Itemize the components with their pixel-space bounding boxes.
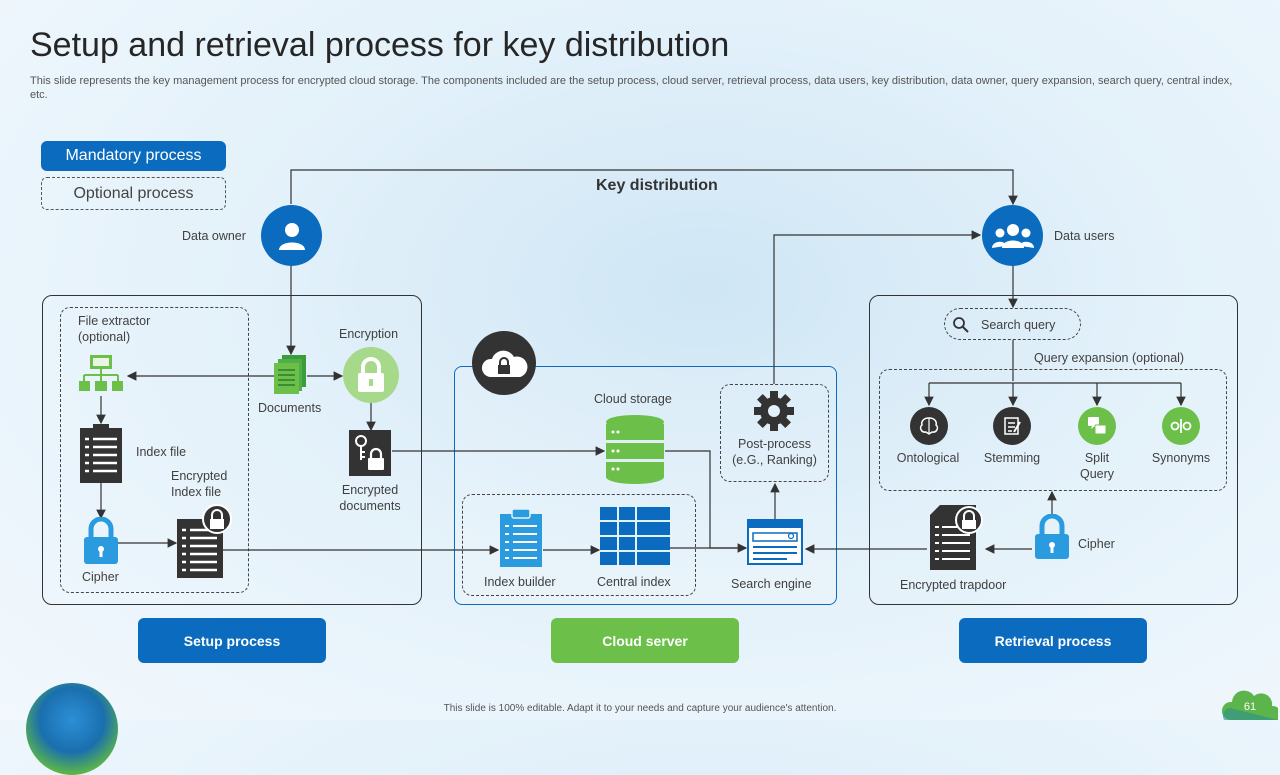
data-users-icon [982, 205, 1043, 266]
index-builder-icon [500, 508, 542, 567]
retrieval-panel [869, 295, 1238, 605]
stemming-icon [993, 407, 1031, 445]
index-file-label: Index file [136, 445, 187, 459]
cloud-lock-icon [472, 331, 536, 395]
encrypted-trapdoor-label: Encrypted trapdoor [900, 578, 1007, 592]
cloud-storage-label: Cloud storage [594, 392, 672, 406]
footer-note: This slide is 100% editable. Adapt it to… [443, 703, 837, 714]
file-extractor-group [60, 307, 249, 593]
index-builder-label: Index builder [484, 575, 556, 589]
post-process-label: Post-process (e.G., Ranking) [732, 437, 817, 467]
setup-process-button[interactable]: Setup process [138, 618, 326, 663]
encrypted-documents-icon [349, 430, 391, 476]
search-engine-label: Search engine [731, 577, 812, 591]
query-expansion-group [879, 369, 1227, 491]
encrypted-index-file-icon [177, 504, 232, 578]
page-title: Setup and retrieval process for key dist… [30, 26, 730, 64]
cloud-server-button[interactable]: Cloud server [551, 618, 739, 663]
retrieval-cipher-label: Cipher [1078, 537, 1115, 551]
documents-icon [274, 355, 306, 394]
documents-label: Documents [258, 401, 322, 415]
setup-panel [42, 295, 422, 605]
retrieval-process-button[interactable]: Retrieval process [959, 618, 1147, 663]
search-query-label: Search query [981, 318, 1056, 332]
file-extractor-label: File extractor (optional) [78, 314, 151, 344]
page-subtitle: This slide represents the key management… [30, 75, 1233, 101]
search-icon [953, 317, 969, 333]
data-owner-icon [261, 205, 322, 266]
central-index-icon [600, 507, 670, 565]
file-extractor-icon [79, 355, 123, 391]
ontological-icon [910, 407, 948, 445]
encrypted-trapdoor-icon [930, 505, 983, 570]
globe-decoration [26, 683, 118, 775]
post-process-group [720, 384, 829, 482]
gear-icon [754, 391, 794, 431]
retrieval-cipher-lock-icon [1035, 514, 1069, 559]
encryption-label: Encryption [339, 327, 399, 341]
ontological-label: Ontological [896, 451, 960, 465]
encrypted-index-file-label: Encrypted Index file [171, 469, 228, 499]
key-distribution-label: Key distribution [596, 177, 718, 194]
search-query-box [944, 308, 1081, 340]
stemming-label: Stemming [983, 451, 1041, 465]
cloud-storage-icon [606, 415, 664, 484]
index-group [462, 494, 696, 596]
central-index-label: Central index [597, 575, 671, 589]
search-engine-icon [747, 519, 803, 565]
cipher-lock-icon [84, 517, 118, 564]
encryption-icon [343, 347, 399, 403]
index-file-icon [80, 424, 122, 483]
encrypted-documents-label: Encrypted documents [339, 483, 401, 513]
legend-optional: Optional process [41, 177, 226, 210]
legend-mandatory: Mandatory process [41, 141, 226, 171]
connector-lines [96, 169, 1186, 555]
query-expansion-label: Query expansion (optional) [1034, 351, 1185, 365]
data-users-label: Data users [1054, 229, 1115, 243]
split-query-label: Split Query [1079, 451, 1115, 481]
page-number: 61 [1243, 701, 1257, 713]
data-owner-label: Data owner [182, 229, 246, 243]
synonyms-label: Synonyms [1151, 451, 1211, 465]
setup-cipher-label: Cipher [82, 570, 119, 584]
split-query-icon [1078, 407, 1116, 445]
cloud-badge-icon [1222, 690, 1278, 720]
synonyms-icon [1162, 407, 1200, 445]
